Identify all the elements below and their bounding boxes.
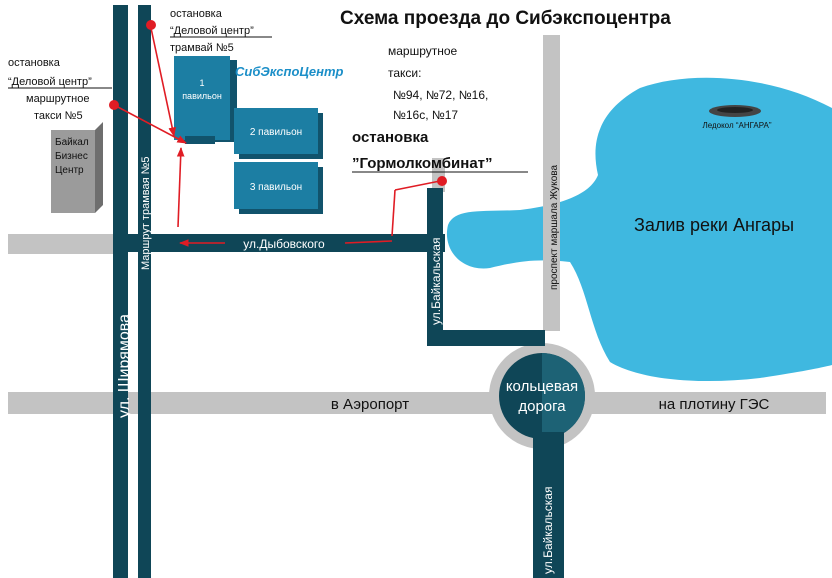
dybovskogo-road bbox=[113, 234, 445, 252]
taxi-routes-label-4: №16с, №17 bbox=[393, 108, 458, 122]
taxi-routes-label-3: №94, №72, №16, bbox=[393, 88, 488, 102]
business-center-label-2: Бизнес bbox=[55, 151, 88, 162]
zhukova-road bbox=[543, 35, 560, 331]
ring-road-label-2: дорога bbox=[518, 398, 566, 415]
taxi-stop-label-4: такси №5 bbox=[34, 110, 83, 122]
baikalskaya-south-road bbox=[533, 432, 564, 578]
baikalskaya-connector bbox=[427, 330, 545, 346]
map-title: Схема проезда до Сибэкспоцентра bbox=[340, 8, 671, 29]
ring-road-label-1: кольцевая bbox=[506, 378, 578, 395]
taxi-routes-label-2: такси: bbox=[388, 66, 421, 80]
street-zhukova: проспект маршала Жукова bbox=[549, 165, 560, 290]
baikalskaya-road bbox=[427, 188, 443, 336]
street-baikalskaya-south: ул.Байкальская bbox=[541, 487, 555, 574]
street-dam: на плотину ГЭС bbox=[659, 396, 770, 413]
business-center-side bbox=[95, 122, 103, 213]
pavilion-2 bbox=[234, 108, 318, 154]
exhibition-logo: СибЭкспоЦентр bbox=[235, 64, 344, 79]
taxi-routes-label-1: маршрутное bbox=[388, 44, 458, 58]
taxi-stop-label-1: остановка bbox=[8, 57, 61, 69]
business-center-building bbox=[51, 130, 95, 213]
icebreaker-label: Ледокол “АНГАРА” bbox=[702, 121, 771, 130]
arrow-gorm-down bbox=[391, 189, 396, 237]
bay-label: Залив реки Ангары bbox=[634, 215, 794, 235]
pavilion-1-wing bbox=[185, 136, 215, 144]
gorm-stop-label-1: остановка bbox=[352, 129, 429, 146]
dybovskogo-west-road bbox=[8, 234, 113, 254]
taxi-stop-label-3: маршрутное bbox=[26, 93, 89, 105]
tram-stop-label-3: трамвай №5 bbox=[170, 42, 234, 54]
pavilion-3-label: 3 павильон bbox=[250, 182, 302, 193]
arrow-dybovskogo-up bbox=[176, 147, 185, 228]
pavilion-1 bbox=[174, 56, 230, 140]
pavilion-3 bbox=[234, 162, 318, 209]
arrow-from-gorm-stop bbox=[394, 180, 441, 191]
airport-dam-road bbox=[8, 392, 826, 414]
business-center-label-1: Байкал bbox=[55, 137, 89, 148]
stop-gorm-dot bbox=[437, 176, 447, 186]
stop-taxi-dot bbox=[109, 100, 119, 110]
arrow-taxi-stop bbox=[115, 105, 187, 144]
pavilion-1-label: павильон bbox=[182, 91, 222, 101]
shiryamova-road bbox=[113, 5, 128, 578]
pavilion-1-number: 1 bbox=[199, 78, 204, 88]
tram-route-road bbox=[138, 5, 151, 578]
street-tram-route: Маршрут трамвая №5 bbox=[140, 156, 152, 270]
pavilion-2-label: 2 павильон bbox=[250, 127, 302, 138]
street-baikalskaya: ул.Байкальская bbox=[429, 238, 443, 325]
business-center-label-3: Центр bbox=[55, 165, 84, 176]
tram-stop-label-2: “Деловой центр” bbox=[170, 25, 254, 37]
street-shiryamova: ул. Ширямова bbox=[116, 314, 133, 418]
taxi-stop-label-2: “Деловой центр” bbox=[8, 76, 92, 88]
street-airport: в Аэропорт bbox=[331, 396, 409, 413]
gorm-stop-label-2: ”Гормолкомбинат” bbox=[352, 155, 493, 172]
stop-tram-dot bbox=[146, 20, 156, 30]
ring-road-half bbox=[542, 353, 585, 439]
street-dybovskogo: ул.Дыбовского bbox=[243, 237, 325, 251]
tram-stop-label-1: остановка bbox=[170, 8, 223, 20]
arrow-dybovskogo-east bbox=[344, 240, 393, 244]
icebreaker-deck bbox=[717, 107, 753, 113]
angara-bay bbox=[446, 77, 832, 382]
arrow-tram-stop bbox=[150, 27, 176, 137]
